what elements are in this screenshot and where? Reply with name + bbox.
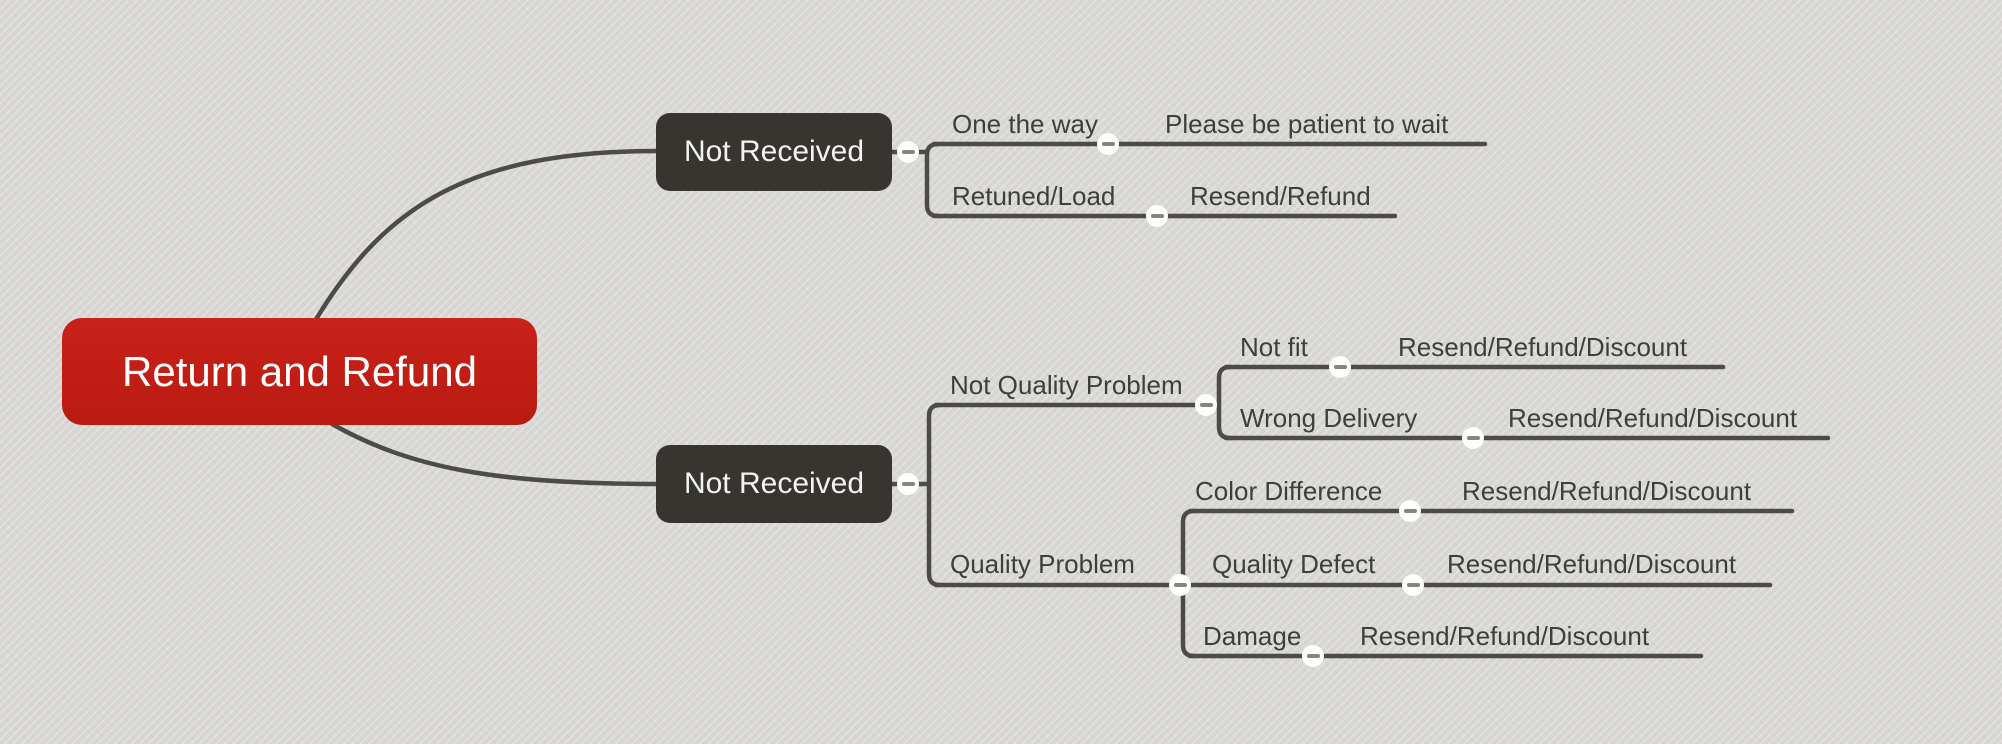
topic-retuned-load[interactable]: Retuned/Load <box>952 181 1116 211</box>
minus-icon <box>1173 583 1187 587</box>
topic-not-fit-resolution[interactable]: Resend/Refund/Discount <box>1398 332 1688 362</box>
topic-resend-refund[interactable]: Resend/Refund <box>1190 181 1371 211</box>
topic-one-the-way[interactable]: One the way <box>952 109 1098 139</box>
connector-root-to-branch2 <box>329 421 661 487</box>
minus-icon <box>1406 583 1420 587</box>
connector-branch2-bracket <box>926 402 943 588</box>
topic-color-difference-resolution[interactable]: Resend/Refund/Discount <box>1462 476 1752 506</box>
collapse-button-quality-problem[interactable] <box>1169 574 1191 596</box>
topic-wrong-delivery-resolution[interactable]: Resend/Refund/Discount <box>1508 403 1798 433</box>
connector-not-quality-bracket <box>1216 364 1233 441</box>
topic-quality-defect[interactable]: Quality Defect <box>1212 549 1376 579</box>
topic-color-difference[interactable]: Color Difference <box>1195 476 1383 506</box>
collapse-button-branch2[interactable] <box>897 473 919 495</box>
collapse-button-branch1[interactable] <box>897 141 919 163</box>
minus-icon <box>1333 365 1347 369</box>
topic-please-be-patient[interactable]: Please be patient to wait <box>1165 109 1449 139</box>
collapse-button-wrong-delivery[interactable] <box>1462 427 1484 449</box>
minus-icon <box>1306 654 1320 658</box>
minus-icon <box>901 482 915 486</box>
collapse-button-quality-defect[interactable] <box>1402 574 1424 596</box>
minus-icon <box>1199 403 1213 407</box>
collapse-button-damage[interactable] <box>1302 645 1324 667</box>
topic-quality-defect-resolution[interactable]: Resend/Refund/Discount <box>1447 549 1737 579</box>
collapse-button-not-fit[interactable] <box>1329 356 1351 378</box>
topic-wrong-delivery[interactable]: Wrong Delivery <box>1240 403 1418 433</box>
collapse-button-one-the-way[interactable] <box>1097 133 1119 155</box>
topic-quality-problem[interactable]: Quality Problem <box>950 549 1135 579</box>
collapse-button-not-quality-problem[interactable] <box>1195 394 1217 416</box>
minus-icon <box>1466 436 1480 440</box>
collapse-button-color-difference[interactable] <box>1399 500 1421 522</box>
collapse-button-retuned-load[interactable] <box>1146 205 1168 227</box>
topic-damage-resolution[interactable]: Resend/Refund/Discount <box>1360 621 1650 651</box>
branch-topic-not-received-1[interactable]: Not Received <box>656 113 892 191</box>
branch-topic-not-received-2[interactable]: Not Received <box>656 445 892 523</box>
minus-icon <box>901 150 915 154</box>
minus-icon <box>1101 142 1115 146</box>
minus-icon <box>1150 214 1164 218</box>
connector-branch1-bracket <box>924 141 941 219</box>
topic-not-fit[interactable]: Not fit <box>1240 332 1308 362</box>
connector-root-to-branch1 <box>312 148 661 324</box>
root-topic[interactable]: Return and Refund <box>62 318 537 425</box>
topic-not-quality-problem[interactable]: Not Quality Problem <box>950 370 1183 400</box>
topic-damage[interactable]: Damage <box>1203 621 1302 651</box>
minus-icon <box>1403 509 1417 513</box>
